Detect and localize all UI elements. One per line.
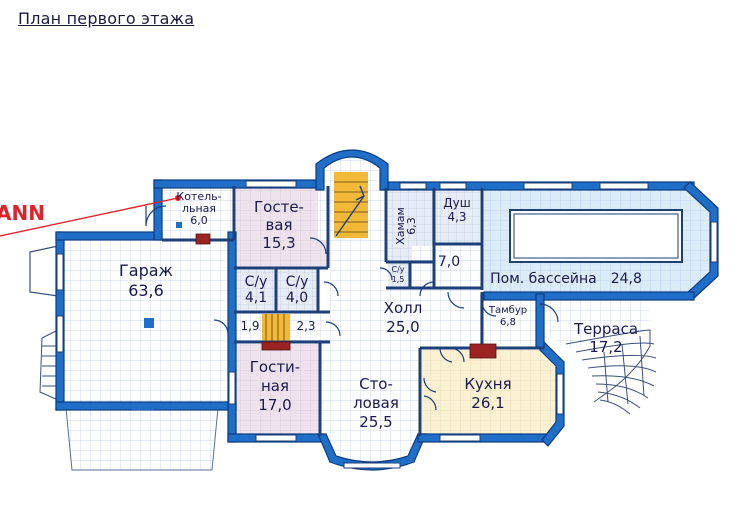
small-staircase (265, 314, 285, 342)
windows (56, 180, 718, 469)
room-label-hamam: Хамам6,3 (394, 207, 418, 245)
ann-logo: ANN (0, 195, 181, 237)
main-staircase (334, 181, 368, 237)
logo-text: ANN (0, 201, 45, 225)
room-label-hallway2: 2,3 (296, 319, 315, 333)
room-label-hallway1: 1,9 (240, 319, 259, 333)
pool-basin (509, 209, 683, 263)
page-title[interactable]: План первого этажа (18, 9, 195, 28)
garage-details (132, 222, 182, 410)
fireplaces (195, 233, 497, 359)
room-label-small: 7,0 (438, 254, 460, 270)
terrace-steps (565, 329, 657, 415)
doors (145, 205, 559, 411)
garage-side-steps (29, 245, 59, 401)
